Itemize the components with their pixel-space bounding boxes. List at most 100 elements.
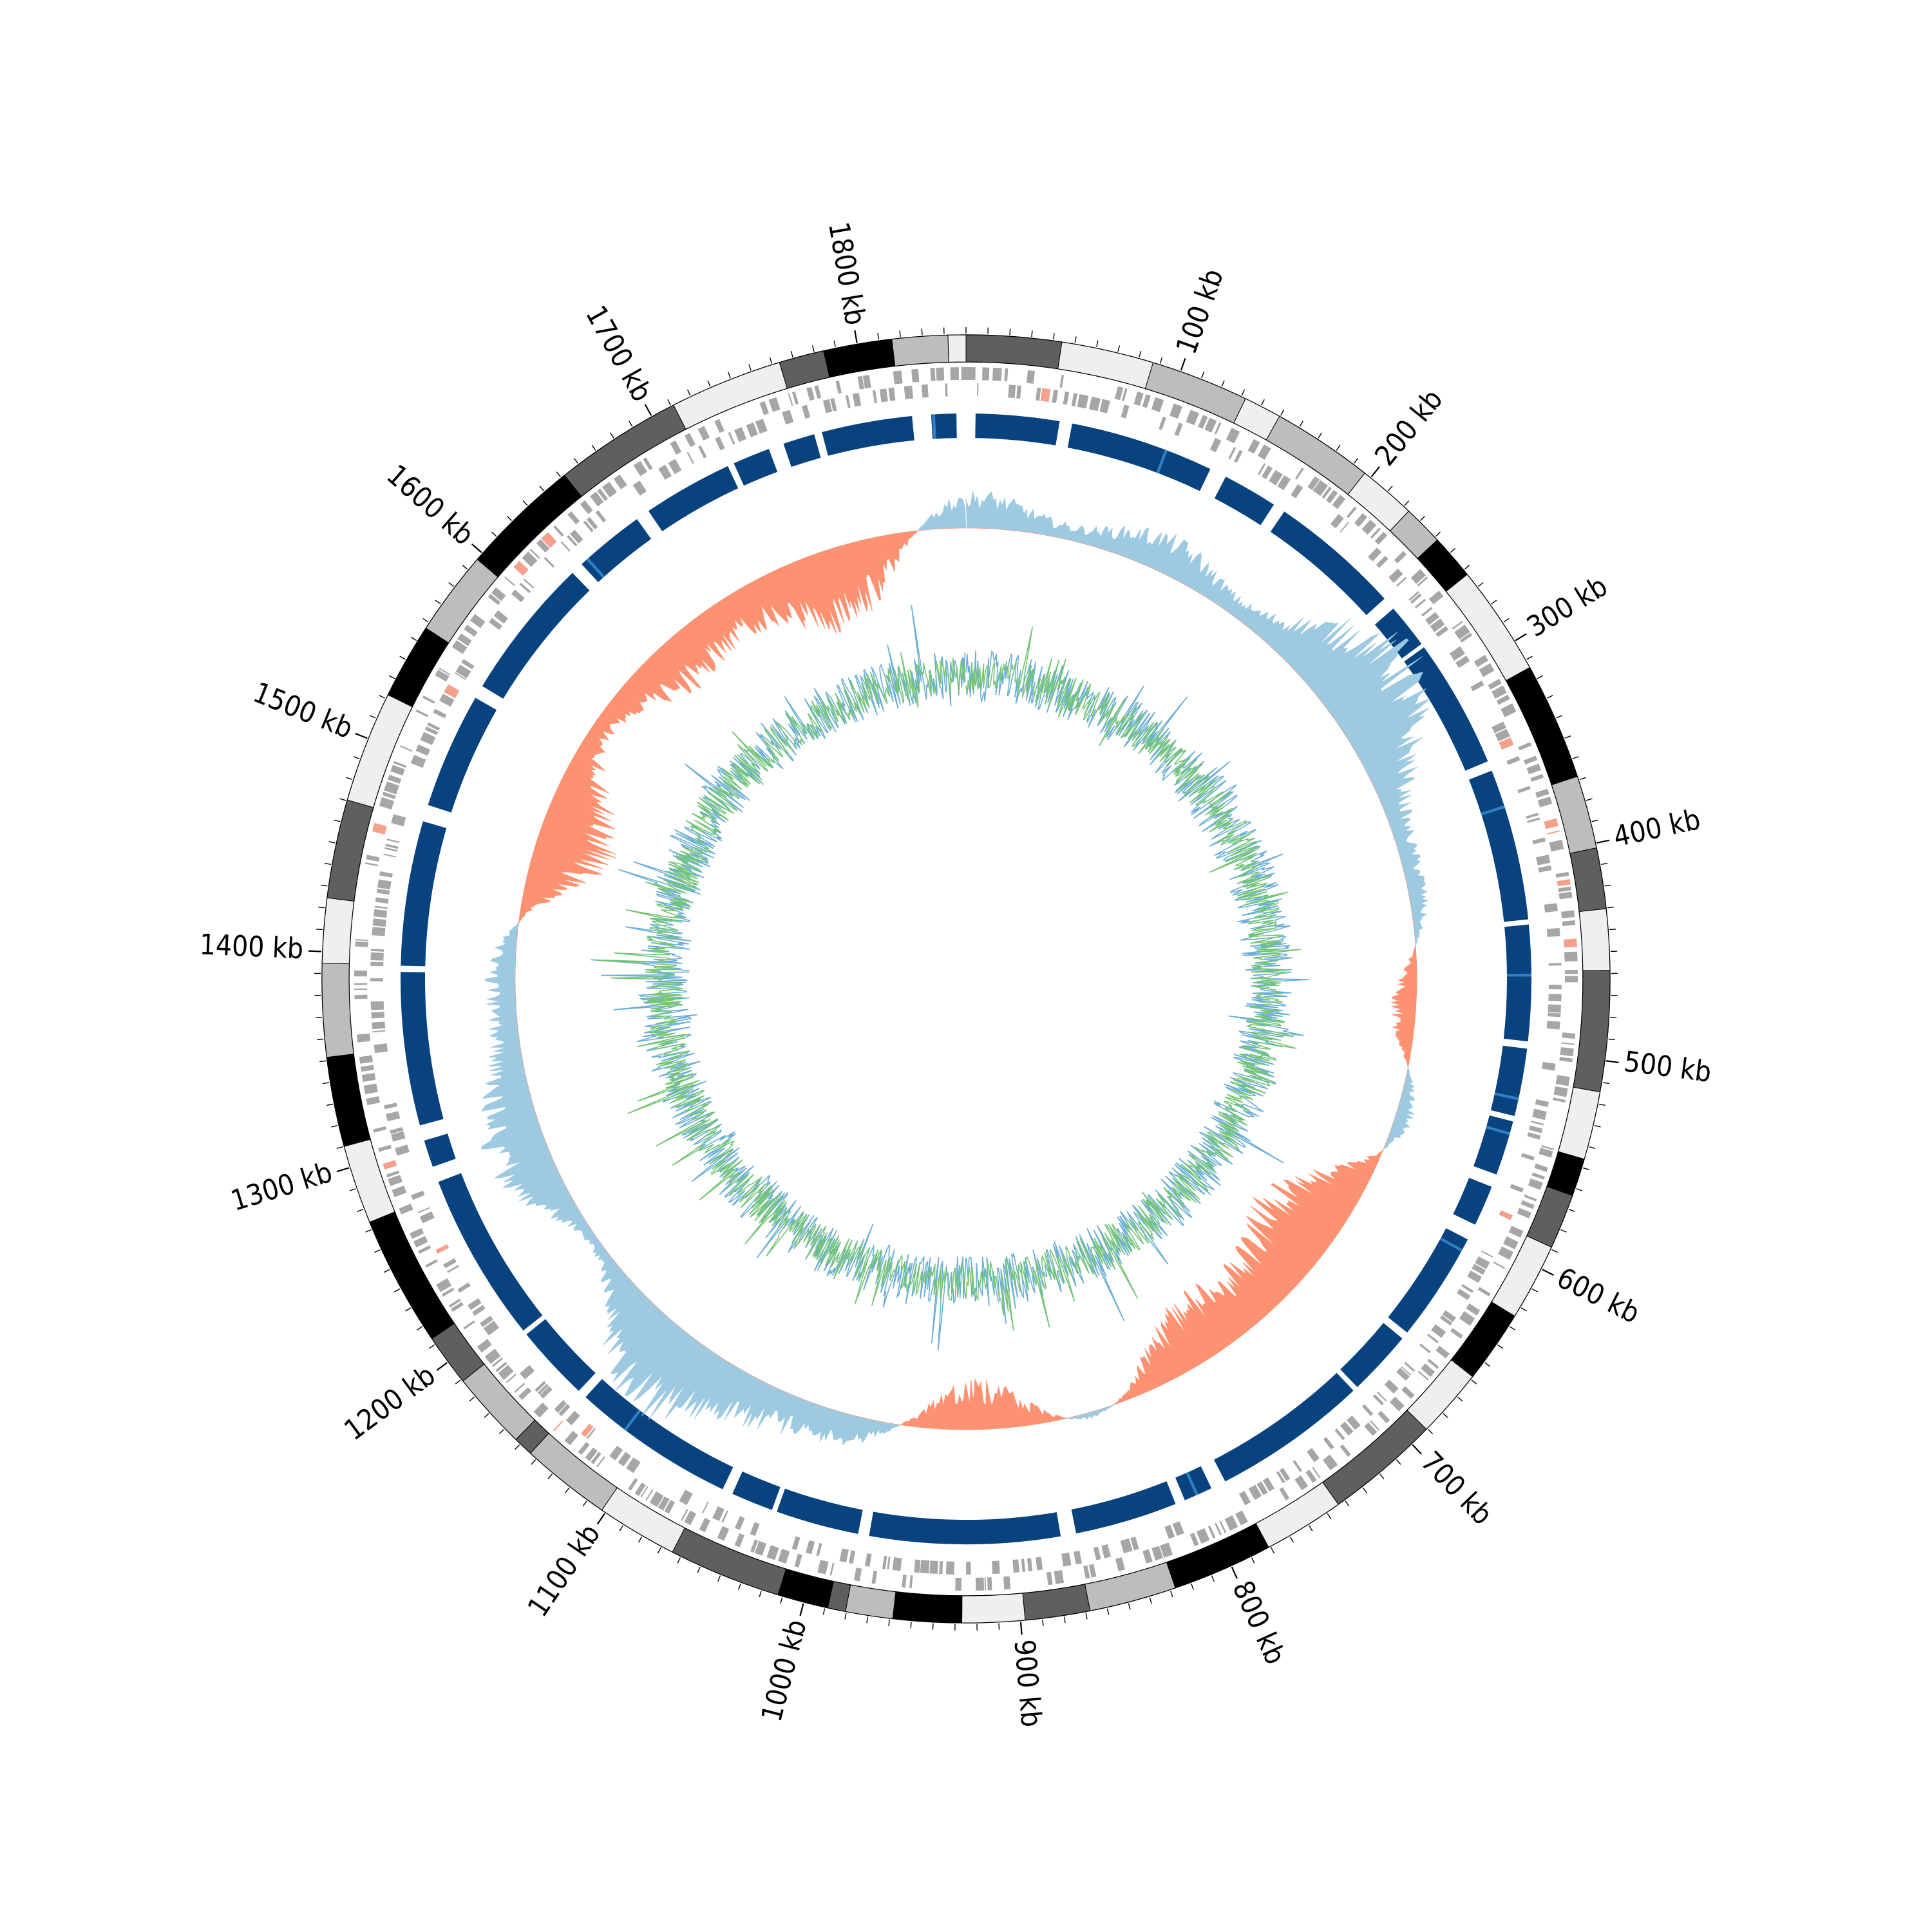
gene: [567, 535, 578, 547]
gene: [1204, 417, 1217, 433]
gene: [966, 1561, 971, 1575]
gene: [472, 1305, 486, 1316]
gene: [384, 1103, 397, 1110]
gene: [1548, 1012, 1561, 1018]
gene: [777, 1548, 790, 1564]
minor-tick: [1379, 1473, 1385, 1479]
gene: [1036, 387, 1041, 401]
gene: [945, 383, 948, 397]
gc-skew-track: [480, 490, 1430, 1446]
gene: [921, 384, 929, 398]
tick-label: 800 kb: [1226, 1576, 1292, 1669]
gene: [1312, 480, 1329, 497]
minor-tick: [346, 777, 353, 781]
gene: [1027, 370, 1035, 384]
gene: [1475, 1256, 1490, 1269]
minor-tick: [1443, 1413, 1448, 1418]
gene: [634, 1482, 646, 1496]
gene: [1059, 374, 1065, 388]
gene: [1376, 555, 1388, 568]
gene: [1555, 1075, 1570, 1086]
tick-label: 200 kb: [1368, 383, 1449, 472]
gene: [1262, 1477, 1275, 1492]
minor-tick: [1289, 1536, 1294, 1543]
block: [1213, 1372, 1354, 1482]
gene: [1524, 1194, 1537, 1202]
gene: [1257, 444, 1271, 460]
minor-tick: [1546, 695, 1553, 699]
gene: [529, 549, 540, 559]
minor-tick: [462, 565, 468, 570]
minor-tick: [1607, 906, 1614, 909]
gene: [386, 838, 400, 844]
gene: [1425, 612, 1439, 625]
gene: [366, 855, 380, 862]
gene: [493, 610, 509, 624]
major-tick: [1596, 839, 1610, 844]
minor-tick: [1589, 1146, 1596, 1149]
minor-tick: [339, 798, 346, 801]
cytoband: [387, 627, 450, 708]
gene: [464, 624, 478, 637]
block: [585, 1379, 734, 1490]
gene: [1114, 386, 1124, 401]
gc-skew-positive: [480, 490, 1430, 1446]
minor-tick: [318, 906, 325, 909]
gene: [1535, 788, 1549, 798]
gene: [1520, 1153, 1535, 1160]
gene: [1261, 465, 1273, 480]
minor-tick: [448, 582, 455, 587]
minor-tick: [455, 1379, 461, 1385]
gene: [383, 1160, 397, 1170]
gene: [359, 1055, 373, 1064]
cytoband: [601, 1487, 685, 1553]
minor-tick: [565, 1487, 570, 1493]
gene: [370, 978, 384, 981]
gene: [410, 755, 426, 768]
gene: [1417, 1370, 1429, 1381]
block: [1468, 770, 1529, 922]
minor-tick: [1063, 1616, 1066, 1624]
gene: [483, 1320, 499, 1336]
gene: [436, 1278, 452, 1293]
gene: [374, 1043, 388, 1054]
gene: [754, 1540, 767, 1556]
gene: [1323, 1437, 1334, 1450]
gene: [643, 457, 653, 471]
gene: [1312, 1466, 1321, 1479]
gene: [354, 988, 368, 990]
minor-tick: [1491, 600, 1497, 605]
gene: [1431, 1324, 1446, 1338]
gene: [992, 367, 1002, 381]
gene: [1503, 1236, 1519, 1250]
minor-tick: [748, 364, 752, 371]
cytoband: [369, 1211, 455, 1340]
gene: [911, 368, 920, 383]
gene: [848, 1550, 856, 1564]
gene: [1459, 1311, 1475, 1326]
block: [401, 972, 444, 1126]
gene: [388, 1175, 402, 1186]
minor-tick: [687, 389, 691, 396]
cytoband: [1057, 341, 1154, 389]
minor-tick: [1520, 1307, 1527, 1312]
gene: [1435, 626, 1449, 638]
gene: [920, 1560, 930, 1574]
gene: [1027, 1558, 1033, 1571]
gene: [1077, 393, 1089, 409]
gene: [1101, 1544, 1111, 1558]
gene: [578, 1442, 590, 1455]
minor-tick: [1117, 345, 1121, 352]
minor-tick: [1128, 1603, 1131, 1610]
gene: [420, 732, 436, 746]
gene: [383, 853, 397, 858]
minor-tick: [374, 1249, 381, 1253]
major-tick: [355, 732, 368, 739]
gene: [728, 431, 735, 445]
gene: [488, 594, 501, 605]
gene: [1401, 1386, 1415, 1399]
minor-tick: [328, 841, 336, 844]
gene: [1233, 450, 1243, 463]
gene: [1421, 607, 1433, 617]
gene: [591, 1452, 601, 1464]
